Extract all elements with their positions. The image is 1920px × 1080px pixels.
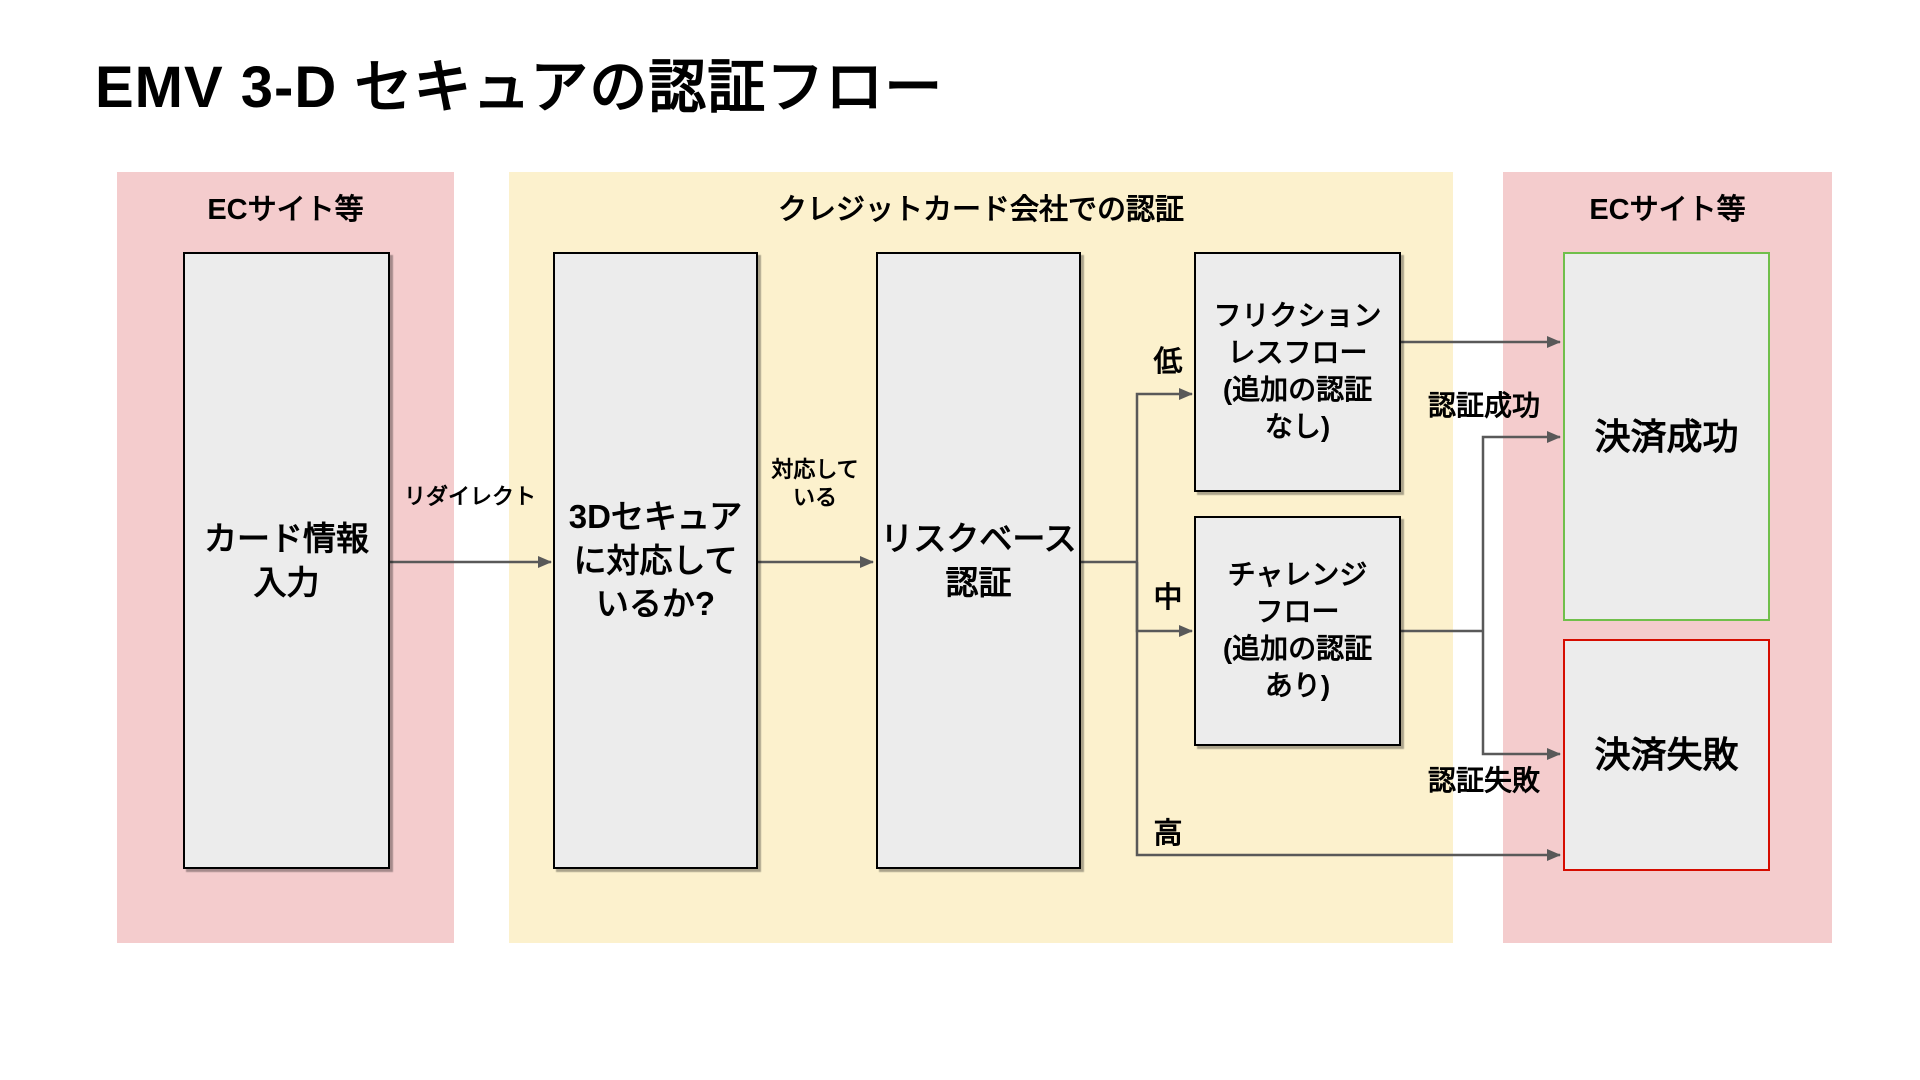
node-card-input-label: カード情報 入力 [204, 519, 369, 601]
node-supports-3ds: 3Dセキュア に対応して いるか? [553, 252, 758, 869]
edge-label-supported: 対応して いる [771, 457, 859, 510]
node-payment-failure: 決済失敗 [1563, 639, 1770, 871]
node-frictionless-flow-label: フリクション レスフロー (追加の認証 なし) [1213, 300, 1382, 442]
edge-label-risk-medium: 中 [1153, 582, 1183, 614]
node-supports-3ds-label: 3Dセキュア に対応して いるか? [568, 498, 743, 623]
edge-label-auth-failure: 認証失敗 [1427, 765, 1540, 796]
node-frictionless-flow: フリクション レスフロー (追加の認証 なし) [1194, 252, 1401, 492]
edge-label-redirect: リダイレクト [403, 484, 536, 509]
node-payment-failure-label: 決済失敗 [1594, 734, 1739, 776]
panel-card-issuer-header: クレジットカード会社での認証 [777, 194, 1184, 226]
edge-label-auth-success: 認証成功 [1427, 390, 1540, 421]
node-risk-based-auth: リスクベース 認証 [876, 252, 1081, 869]
edge-label-risk-low: 低 [1153, 346, 1183, 378]
panel-ec-site-right-header: ECサイト等 [1589, 194, 1746, 226]
node-challenge-flow-label: チャレンジ フロー (追加の認証 あり) [1222, 559, 1373, 701]
node-card-input: カード情報 入力 [183, 252, 390, 869]
edge-label-risk-high: 高 [1153, 818, 1183, 850]
node-challenge-flow: チャレンジ フロー (追加の認証 あり) [1194, 516, 1401, 746]
page-title: EMV 3-D セキュアの認証フロー [95, 55, 944, 120]
panel-ec-site-left-header: ECサイト等 [207, 194, 364, 226]
node-payment-success: 決済成功 [1563, 252, 1770, 621]
node-risk-based-auth-label: リスクベース 認証 [880, 519, 1077, 601]
node-payment-success-label: 決済成功 [1594, 415, 1739, 457]
